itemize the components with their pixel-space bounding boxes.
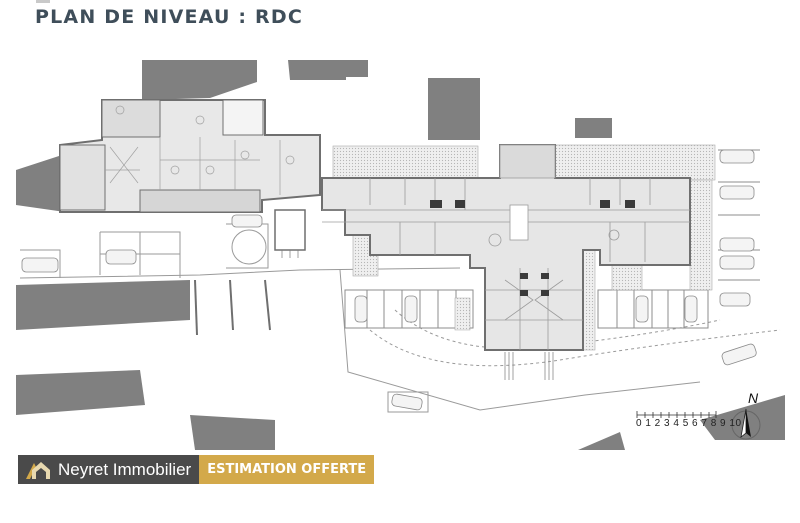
free-estimate-button[interactable]: ESTIMATION OFFERTE: [199, 455, 375, 484]
house-logo-icon: [26, 461, 50, 479]
floor-plan: [16, 60, 785, 450]
north-arrow-icon: [731, 408, 761, 440]
room-lines-residence: [322, 144, 690, 350]
room-lines-west: [105, 105, 295, 195]
page-title: PLAN DE NIVEAU : RDC: [35, 6, 303, 28]
scale-bar: [636, 411, 717, 418]
brand-block[interactable]: Neyret Immobilier: [18, 455, 200, 484]
car-icons: [21, 149, 757, 411]
title-accent-mark: [36, 0, 50, 3]
unit-fixtures: [430, 200, 635, 296]
agency-banner[interactable]: Neyret Immobilier ESTIMATION OFFERTE: [18, 455, 375, 484]
scale-bar-labels: 0 1 2 3 4 5 6 7 8 9 10: [636, 418, 742, 429]
building-west: [59, 99, 321, 251]
site-lines: [19, 149, 781, 413]
brand-name: Neyret Immobilier: [58, 459, 192, 479]
entrance-stairs: [281, 250, 554, 380]
north-label: N: [748, 390, 759, 406]
neighbor-buildings: [16, 60, 785, 450]
free-estimate-label: ESTIMATION OFFERTE: [207, 462, 367, 477]
